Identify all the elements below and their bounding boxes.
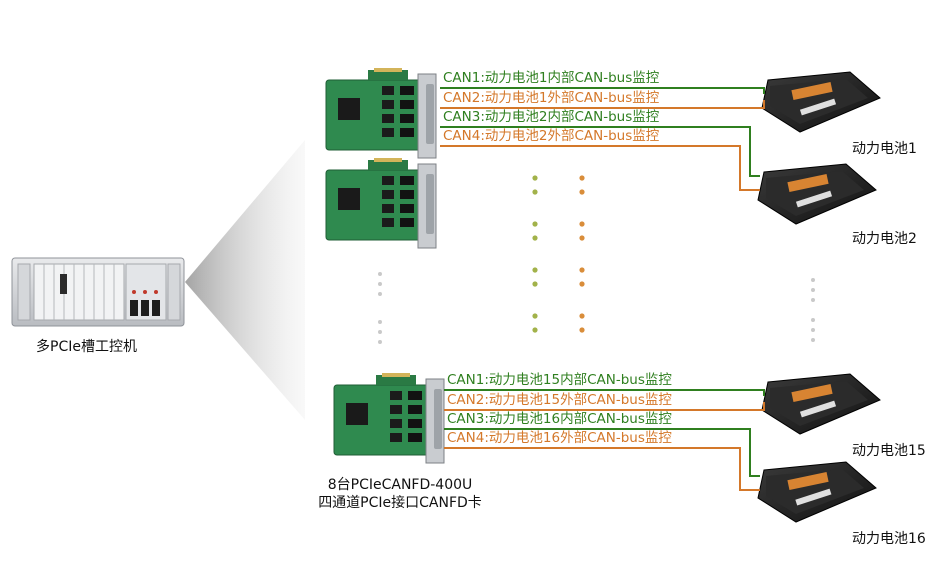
battery-pack-icon — [757, 163, 877, 225]
can1-bottom-label: CAN1:动力电池15内部CAN-bus监控 — [447, 372, 672, 388]
pcie-card-icon — [333, 373, 445, 464]
can2-bottom-label: CAN2:动力电池15外部CAN-bus监控 — [447, 392, 672, 408]
pcie-card-icon — [325, 158, 437, 249]
battery-16-label: 动力电池16 — [852, 531, 926, 547]
ellipsis-dots-icon — [378, 175, 815, 344]
can4-bottom-label: CAN4:动力电池16外部CAN-bus监控 — [447, 430, 672, 446]
can-lines-top — [440, 87, 765, 191]
card-caption-line2: 四通道PCIe接口CANFD卡 — [318, 495, 482, 511]
can2-top-label: CAN2:动力电池1外部CAN-bus监控 — [443, 90, 660, 106]
can-lines-bottom — [444, 389, 765, 491]
projection-beam — [185, 140, 305, 420]
can3-top-label: CAN3:动力电池2内部CAN-bus监控 — [443, 109, 660, 125]
can1-top-label: CAN1:动力电池1内部CAN-bus监控 — [443, 70, 660, 86]
pcie-card-icon — [325, 68, 437, 159]
industrial-pc-chassis-icon — [11, 257, 185, 327]
battery-pack-icon — [757, 461, 877, 523]
battery-1-label: 动力电池1 — [852, 141, 917, 157]
battery-pack-icon — [761, 71, 881, 133]
card-caption-line1: 8台PCIeCANFD-400U — [327, 477, 473, 493]
battery-pack-icon — [761, 373, 881, 435]
chassis-label: 多PCIe槽工控机 — [36, 339, 137, 355]
battery-2-label: 动力电池2 — [852, 231, 917, 247]
can3-bottom-label: CAN3:动力电池16内部CAN-bus监控 — [447, 411, 672, 427]
battery-15-label: 动力电池15 — [852, 443, 926, 459]
can4-top-label: CAN4:动力电池2外部CAN-bus监控 — [443, 128, 660, 144]
